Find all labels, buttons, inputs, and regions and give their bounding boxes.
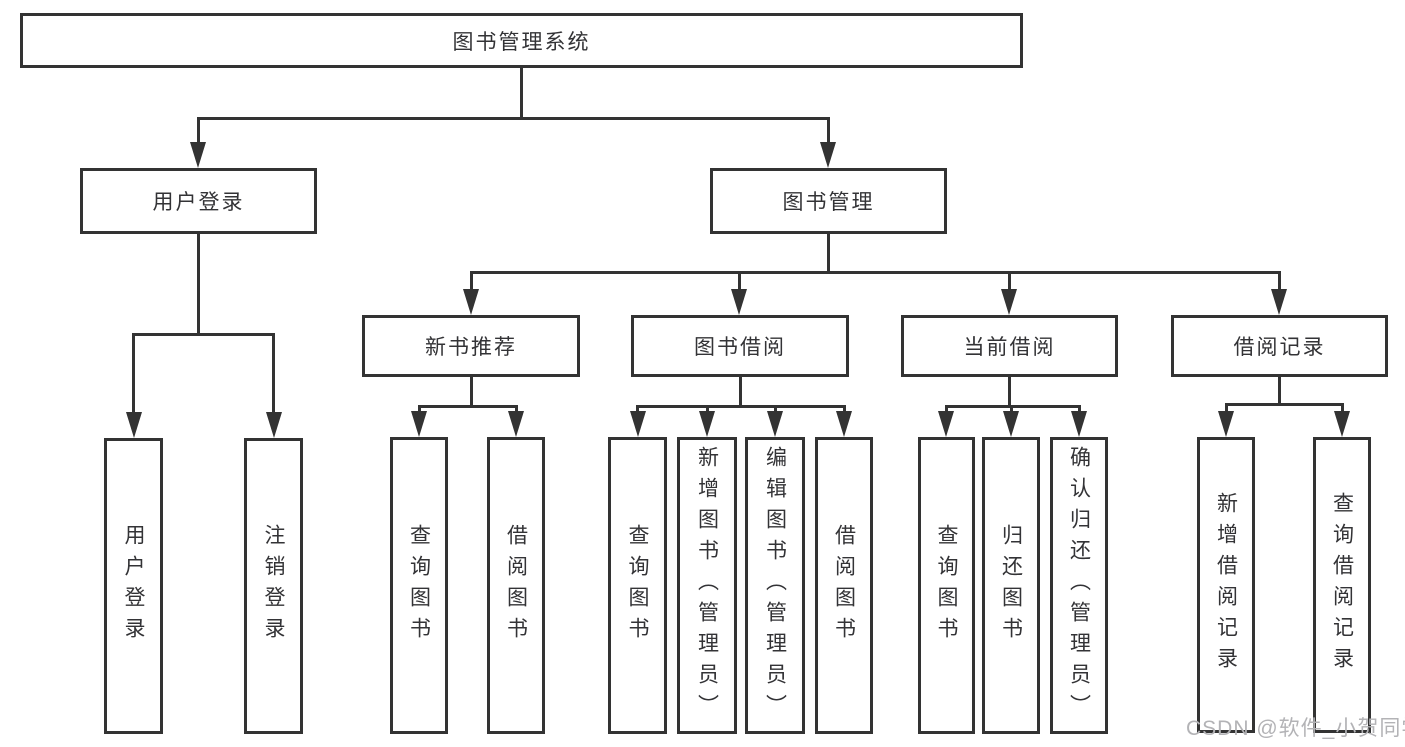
node-bb-add-book-admin: 新增图书（管理员） <box>677 437 737 734</box>
arrow-down-icon <box>731 289 747 315</box>
arrow-down-icon <box>1071 411 1087 437</box>
arrow-down-icon <box>266 412 282 438</box>
arrow-down-icon <box>699 411 715 437</box>
node-borrow-record: 借阅记录 <box>1171 315 1388 377</box>
connector-mgmt-drop-4 <box>1278 271 1281 293</box>
node-bb-query-book: 查询图书 <box>608 437 667 734</box>
arrow-down-icon <box>1218 411 1234 437</box>
csdn-watermark: CSDN @软件_小贺同学 <box>1186 717 1405 740</box>
connector-record-trunk <box>1278 377 1281 406</box>
connector-rec-drop-2 <box>515 405 518 415</box>
node-cb-return-book: 归还图书 <box>982 437 1040 734</box>
connector-mgmt-drop-2 <box>738 271 741 293</box>
connector-record-drop-2 <box>1341 403 1344 415</box>
node-bb-borrow-book: 借阅图书 <box>815 437 873 734</box>
connector-current-rail <box>945 405 1081 408</box>
arrow-down-icon <box>630 411 646 437</box>
connector-borrow-rail <box>636 405 846 408</box>
arrow-down-icon <box>463 289 479 315</box>
connector-login-trunk <box>197 234 200 336</box>
node-rec-query-book: 查询图书 <box>390 437 448 734</box>
node-br-query-record: 查询借阅记录 <box>1313 437 1371 733</box>
node-bb-edit-book-admin: 编辑图书（管理员） <box>745 437 805 734</box>
connector-current-drop-2 <box>1010 405 1013 415</box>
node-user-login: 用户登录 <box>80 168 317 234</box>
connector-borrow-drop-4 <box>843 405 846 415</box>
arrow-down-icon <box>767 411 783 437</box>
connector-mgmt-trunk <box>827 234 830 274</box>
connector-mgmt-drop-1 <box>470 271 473 293</box>
connector-borrow-drop-1 <box>636 405 639 415</box>
connector-borrow-drop-2 <box>706 405 709 415</box>
node-rec-borrow-book: 借阅图书 <box>487 437 545 734</box>
connector-rec-rail <box>418 405 518 408</box>
arrow-down-icon <box>1003 411 1019 437</box>
connector-borrow-drop-3 <box>774 405 777 415</box>
arrow-down-icon <box>1334 411 1350 437</box>
connector-current-trunk <box>1008 377 1011 408</box>
node-book-management: 图书管理 <box>710 168 947 234</box>
arrow-down-icon <box>938 411 954 437</box>
node-current-borrow: 当前借阅 <box>901 315 1118 377</box>
arrow-down-icon <box>411 411 427 437</box>
connector-mgmt-rail <box>470 271 1281 274</box>
arrow-down-icon <box>820 142 836 168</box>
connector-rec-drop-1 <box>418 405 421 415</box>
connector-root-trunk <box>520 68 523 120</box>
connector-current-drop-1 <box>945 405 948 415</box>
node-cb-query-book: 查询图书 <box>918 437 975 734</box>
connector-root-drop-left <box>197 117 200 147</box>
connector-record-drop-1 <box>1225 403 1228 415</box>
connector-current-drop-3 <box>1078 405 1081 415</box>
connector-record-rail <box>1225 403 1344 406</box>
node-book-borrow: 图书借阅 <box>631 315 849 377</box>
arrow-down-icon <box>1271 289 1287 315</box>
connector-borrow-trunk <box>739 377 742 408</box>
node-leaf-user-login: 用户登录 <box>104 438 163 734</box>
connector-mgmt-drop-3 <box>1008 271 1011 293</box>
connector-rec-trunk <box>470 377 473 408</box>
node-new-book-recommend: 新书推荐 <box>362 315 580 377</box>
arrow-down-icon <box>190 142 206 168</box>
node-br-add-record: 新增借阅记录 <box>1197 437 1255 733</box>
connector-root-drop-right <box>827 117 830 147</box>
arrow-down-icon <box>1001 289 1017 315</box>
arrow-down-icon <box>126 412 142 438</box>
connector-login-drop-2 <box>272 333 275 415</box>
connector-root-rail <box>197 117 830 120</box>
connector-login-rail <box>132 333 275 336</box>
node-leaf-logout: 注销登录 <box>244 438 303 734</box>
arrow-down-icon <box>836 411 852 437</box>
node-cb-confirm-return-admin: 确认归还（管理员） <box>1050 437 1108 734</box>
connector-login-drop-1 <box>132 333 135 415</box>
arrow-down-icon <box>508 411 524 437</box>
node-root: 图书管理系统 <box>20 13 1023 68</box>
